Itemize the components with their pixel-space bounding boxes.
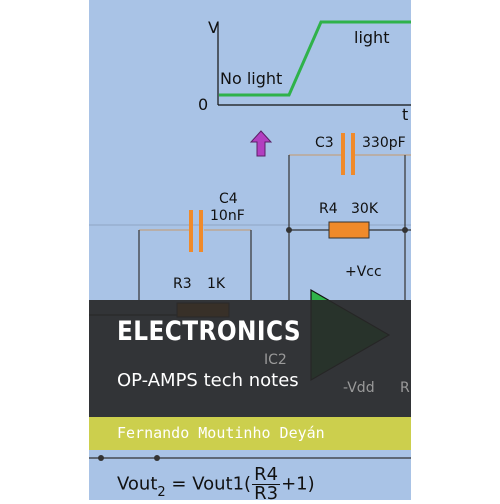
- title-band: [89, 300, 411, 417]
- graph-t-label: t: [402, 105, 408, 124]
- up-arrow-icon: [249, 130, 273, 157]
- no-light-label: No light: [220, 69, 282, 88]
- vcc-label: +Vcc: [345, 264, 382, 280]
- capacitor-c3: C3 330pF: [289, 133, 411, 175]
- author-bar: [89, 417, 411, 450]
- formula-eq: = Vout1(: [165, 473, 252, 495]
- c4-value: 10nF: [210, 208, 245, 224]
- junction-dots: [98, 227, 408, 461]
- c4-label: C4: [219, 191, 238, 207]
- formula-lhs-subscript: 2: [157, 484, 166, 500]
- graph-v-label: V: [208, 18, 219, 37]
- light-label: light: [354, 28, 389, 47]
- r3-label: R3: [173, 276, 192, 292]
- c3-label: C3: [315, 135, 334, 151]
- graph-origin-label: 0: [198, 95, 208, 114]
- formula-denominator: R3: [254, 483, 279, 504]
- r3-value: 1K: [207, 276, 226, 292]
- r4-label: R4: [319, 201, 338, 217]
- resistor-r4: R4 30K: [289, 201, 411, 239]
- r4-value: 30K: [351, 201, 379, 217]
- book-subtitle: OP-AMPS tech notes: [117, 370, 299, 391]
- formula-numerator: R4: [252, 464, 281, 485]
- formula-tail: +1): [281, 473, 315, 495]
- formula-lhs: Vout: [117, 473, 158, 495]
- signal-graph: V 0 t No light light: [198, 18, 411, 124]
- book-cover: V 0 t No light light C3 330pF C4 10nF: [89, 0, 411, 500]
- c3-value: 330pF: [362, 135, 406, 151]
- light-signal-curve: [219, 20, 411, 97]
- author-name: Fernando Moutinho Deyán: [117, 424, 325, 442]
- book-title: ELECTRONICS: [117, 316, 302, 347]
- capacitor-c4: C4 10nF: [139, 191, 251, 252]
